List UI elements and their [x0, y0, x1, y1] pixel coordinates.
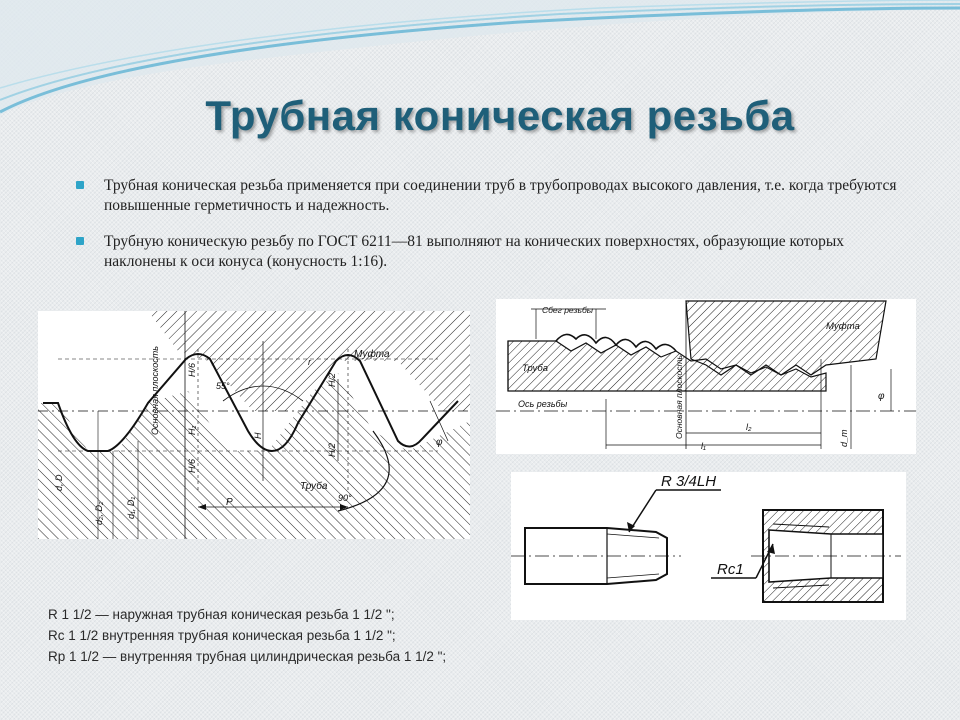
label-l1: l₁: [701, 441, 706, 451]
bullet-icon: [76, 237, 84, 245]
label-p: P: [226, 497, 233, 508]
bullet-item: Трубная коническая резьба применяется пр…: [74, 176, 914, 216]
label-osnovnaya-ploskost: Основная плоскость: [150, 346, 160, 435]
thread-profile-figure: Муфта Труба Основная плоскость H/6 H/6 H…: [38, 311, 470, 539]
thread-designation-figure: R 3/4LH Rc1: [511, 472, 906, 620]
bullet-text: Трубную коническую резьбу по ГОСТ 6211—8…: [104, 233, 845, 270]
bullet-text: Трубная коническая резьба применяется пр…: [104, 177, 897, 214]
note-line: R 1 1/2 — наружная трубная коническая ре…: [48, 607, 395, 622]
header-waves: [0, 0, 960, 115]
label-r: r: [308, 357, 312, 367]
label-angle-90: 90°: [338, 493, 352, 503]
designation-notes: R 1 1/2 — наружная трубная коническая ре…: [48, 604, 568, 667]
page-title: Трубная коническая резьба: [205, 92, 795, 139]
note-line: Rc 1 1/2 внутренняя трубная коническая р…: [48, 628, 396, 643]
label-h2-right: H/2: [327, 373, 337, 387]
bullet-item: Трубную коническую резьбу по ГОСТ 6211—8…: [74, 232, 914, 272]
label-sbeg: Сбег резьбы: [542, 305, 594, 315]
label-h6-top: H/6: [187, 363, 197, 377]
note-line: Rp 1 1/2 — внутренняя трубная цилиндриче…: [48, 649, 447, 664]
label-d1-D1: d₁, D₁: [126, 497, 136, 519]
label-phi-right: φ: [878, 391, 885, 402]
label-truba: Труба: [300, 480, 328, 492]
label-d-D: d, D: [54, 474, 64, 491]
bullet-list: Трубная коническая резьба применяется пр…: [74, 176, 914, 288]
label-dt: d_т: [839, 429, 849, 447]
label-h: H: [253, 432, 263, 439]
label-ext-designation: R 3/4LH: [661, 473, 716, 490]
bullet-icon: [76, 181, 84, 189]
label-h2-bottom: H/2: [327, 443, 337, 457]
label-os-rezby: Ось резьбы: [518, 399, 568, 409]
label-l2: l₂: [746, 422, 752, 432]
label-phi: φ: [436, 437, 443, 448]
label-d2-D2: d₂, D₂: [94, 501, 104, 525]
label-mufta: Муфта: [354, 348, 390, 360]
label-osnovnaya-ploskost-right: Основная плоскость: [674, 355, 684, 439]
label-mufta-right: Муфта: [826, 321, 860, 332]
label-int-designation: Rc1: [717, 561, 744, 578]
label-h6-bottom: H/6: [187, 459, 197, 473]
label-truba-right: Труба: [522, 363, 548, 374]
label-angle-55: 55°: [216, 381, 230, 391]
pipe-connection-figure: Сбег резьбы Муфта Труба Ось резьбы Основ…: [496, 299, 916, 454]
label-h1: H₁: [187, 426, 197, 435]
